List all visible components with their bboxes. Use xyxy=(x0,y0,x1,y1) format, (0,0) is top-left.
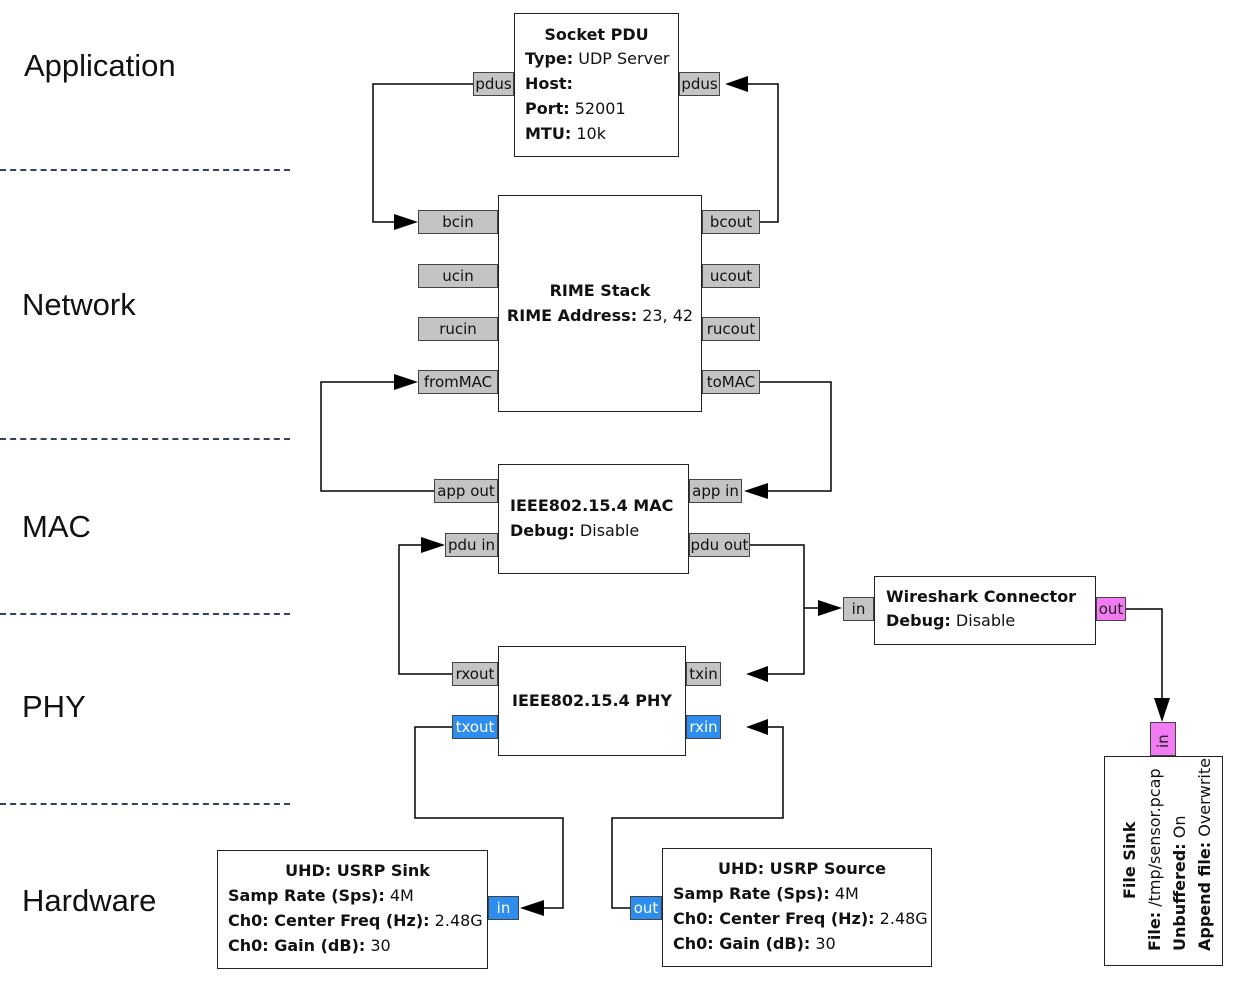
block-title: File Sink xyxy=(1120,821,1139,899)
arrow-txin xyxy=(746,666,768,682)
arrow-frommac xyxy=(394,374,418,390)
block-title: IEEE802.15.4 MAC xyxy=(510,496,674,515)
usrp-source-block[interactable]: UHD: USRP Source Samp Rate (Sps): 4M Ch0… xyxy=(662,848,932,967)
wire-usrpsource-to-rxin xyxy=(611,726,784,909)
param-row: Samp Rate (Sps): 4M xyxy=(673,884,859,903)
block-title: IEEE802.15.4 PHY xyxy=(512,691,672,710)
arrow-appin xyxy=(744,483,768,499)
port-ucout[interactable]: ucout xyxy=(702,264,760,288)
layer-separator xyxy=(0,169,290,171)
wire-bcout-to-socket xyxy=(748,83,779,223)
param-row: Type: UDP Server xyxy=(525,49,670,68)
port-wireshark-in[interactable]: in xyxy=(843,597,874,621)
param-row: Debug: Disable xyxy=(886,611,1016,630)
block-title: RIME Stack xyxy=(549,281,651,300)
port-frommac[interactable]: fromMAC xyxy=(418,370,498,394)
block-title: Wireshark Connector xyxy=(886,587,1077,606)
port-txin[interactable]: txin xyxy=(686,662,721,686)
block-title: UHD: USRP Source xyxy=(718,859,886,878)
wire-txout-to-usrpsink xyxy=(414,726,564,909)
param-row: Debug: Disable xyxy=(510,521,640,540)
mac-block[interactable]: IEEE802.15.4 MAC Debug: Disable xyxy=(498,464,689,574)
param-row: Host: xyxy=(525,74,573,93)
port-socket-pdus-out[interactable]: pdus xyxy=(679,72,720,96)
arrow-socket-pdus xyxy=(725,76,748,92)
param-row: RIME Address: 23, 42 xyxy=(506,306,694,325)
port-pdu-out[interactable]: pdu out xyxy=(689,533,750,557)
port-bcin[interactable]: bcin xyxy=(418,210,498,234)
layer-label-application: Application xyxy=(24,48,176,83)
block-title: Socket PDU xyxy=(544,25,649,44)
arrow-usrpsink-in xyxy=(520,900,544,916)
port-rucin[interactable]: rucin xyxy=(418,317,498,341)
port-txout[interactable]: txout xyxy=(452,715,498,739)
arrow-pduin xyxy=(421,537,445,553)
wire-rxout-to-pduin xyxy=(398,544,452,675)
port-usrp-source-out[interactable]: out xyxy=(630,896,662,920)
arrow-filesink-in xyxy=(1154,698,1170,722)
param-row: Ch0: Gain (dB): 30 xyxy=(228,936,391,955)
param-row: File: /tmp/sensor.pcap xyxy=(1145,768,1164,951)
layer-label-hardware: Hardware xyxy=(22,883,157,918)
port-socket-pdus-in[interactable]: pdus xyxy=(473,72,514,96)
param-row: Append file: Overwrite xyxy=(1195,758,1214,951)
param-row: Samp Rate (Sps): 4M xyxy=(228,886,414,905)
param-row: MTU: 10k xyxy=(525,124,606,143)
param-row: Port: 52001 xyxy=(525,99,626,118)
usrp-sink-block[interactable]: UHD: USRP Sink Samp Rate (Sps): 4M Ch0: … xyxy=(217,850,488,969)
wireshark-connector-block[interactable]: Wireshark Connector Debug: Disable xyxy=(874,576,1096,645)
layer-separator xyxy=(0,613,290,615)
port-rxout[interactable]: rxout xyxy=(452,662,498,686)
socket-pdu-block[interactable]: Socket PDU Type: UDP Server Host: Port: … xyxy=(514,13,679,157)
port-pdu-in[interactable]: pdu in xyxy=(445,533,498,557)
port-app-out[interactable]: app out xyxy=(434,479,498,503)
wire-socket-to-bcin xyxy=(372,83,473,223)
arrow-bcin xyxy=(394,214,418,230)
layer-separator xyxy=(0,803,290,805)
arrow-wireshark-in xyxy=(818,600,842,616)
port-bcout[interactable]: bcout xyxy=(702,210,760,234)
param-row: Ch0: Center Freq (Hz): 2.48G xyxy=(228,911,483,930)
layer-label-mac: MAC xyxy=(22,509,91,544)
layer-label-phy: PHY xyxy=(22,689,86,724)
port-wireshark-out[interactable]: out xyxy=(1096,597,1126,621)
arrow-rxin xyxy=(746,719,768,735)
rime-stack-block[interactable]: RIME Stack RIME Address: 23, 42 xyxy=(498,195,702,412)
port-tomac[interactable]: toMAC xyxy=(702,370,760,394)
port-label: in xyxy=(1154,734,1172,748)
wire-wireshark-to-filesink xyxy=(1126,608,1163,700)
layer-separator xyxy=(0,438,290,440)
wire-appout-to-frommac xyxy=(320,381,434,492)
file-sink-text: File Sink File: /tmp/sensor.pcap Unbuffe… xyxy=(1117,758,1217,951)
layer-label-network: Network xyxy=(22,287,136,322)
file-sink-block[interactable]: File Sink File: /tmp/sensor.pcap Unbuffe… xyxy=(1104,756,1223,966)
port-usrp-sink-in[interactable]: in xyxy=(488,896,519,920)
port-rucout[interactable]: rucout xyxy=(702,317,760,341)
param-row: Ch0: Center Freq (Hz): 2.48G xyxy=(673,909,928,928)
wire-tomac-to-appin xyxy=(760,381,832,492)
param-row: Ch0: Gain (dB): 30 xyxy=(673,934,836,953)
param-row: Unbuffered: On xyxy=(1170,815,1189,951)
port-app-in[interactable]: app in xyxy=(689,479,742,503)
port-ucin[interactable]: ucin xyxy=(418,264,498,288)
block-title: UHD: USRP Sink xyxy=(285,861,430,880)
phy-block[interactable]: IEEE802.15.4 PHY xyxy=(498,646,686,756)
port-rxin[interactable]: rxin xyxy=(686,715,721,739)
port-filesink-in[interactable]: in xyxy=(1150,722,1176,756)
wire-pduout-to-txin xyxy=(750,544,805,675)
